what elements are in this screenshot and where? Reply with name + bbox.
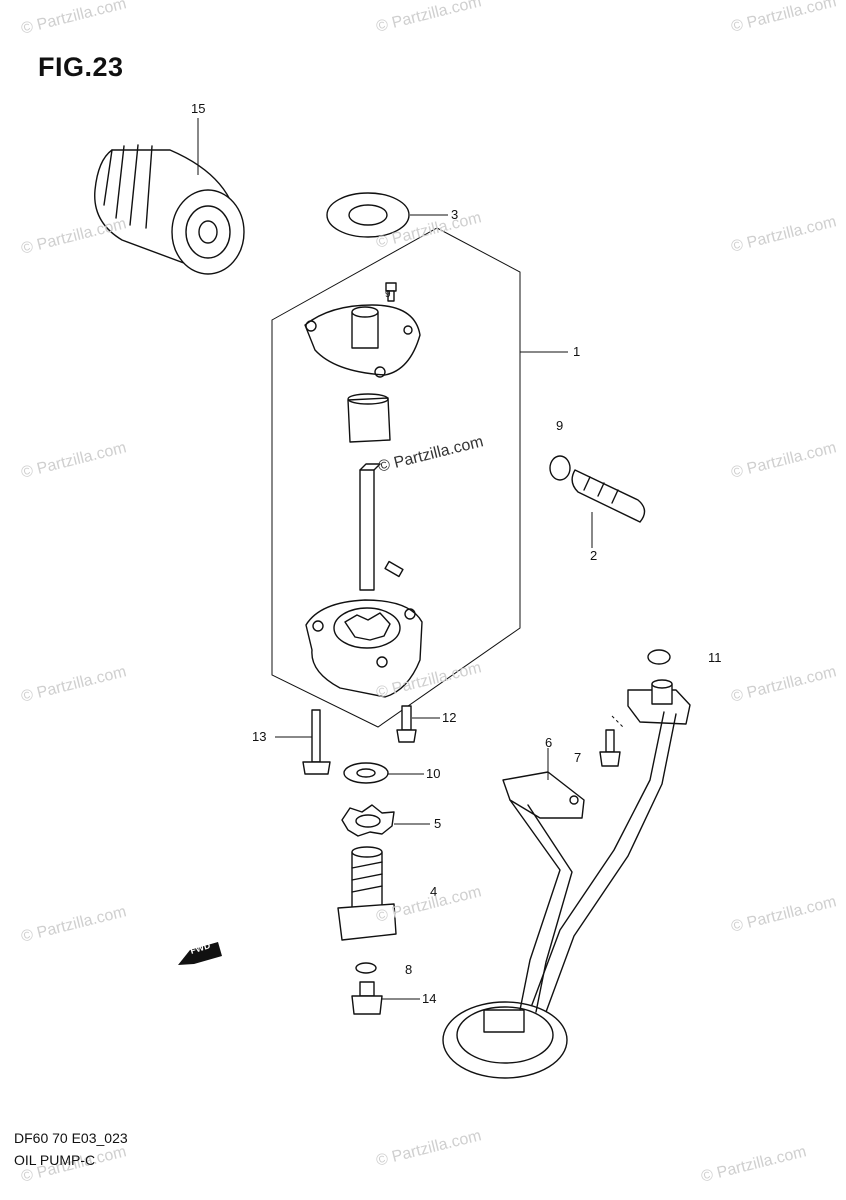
short-bolt-part — [396, 705, 417, 743]
pump-body-part — [305, 599, 423, 698]
callout-15[interactable]: 15 — [191, 101, 206, 116]
gasket-part — [326, 192, 410, 238]
callout-9-small[interactable]: 9 — [385, 289, 391, 300]
callout-12[interactable]: 12 — [442, 710, 457, 725]
callout-4[interactable]: 4 — [430, 884, 438, 899]
callout-14[interactable]: 14 — [422, 991, 437, 1006]
pump-shaft-part — [359, 463, 404, 591]
long-bolt-part — [302, 709, 331, 775]
oil-filter-part — [94, 144, 245, 275]
callout-11[interactable]: 11 — [708, 650, 722, 665]
relief-valve-part — [549, 455, 646, 523]
leader-lines — [197, 118, 625, 1000]
strainer-bolt-part — [599, 729, 621, 767]
footer-model-code: DF60 70 E03_023 — [14, 1130, 128, 1146]
drain-plug-part — [337, 846, 397, 941]
callout-6[interactable]: 6 — [545, 735, 553, 750]
callout-5[interactable]: 5 — [434, 816, 442, 831]
small-bolt-part — [385, 282, 397, 302]
o-ring-part — [647, 649, 671, 665]
small-ring-part — [355, 962, 377, 974]
footer-diagram-name: OIL PUMP-C — [14, 1152, 96, 1168]
fwd-arrow-icon — [178, 942, 222, 965]
callout-10[interactable]: 10 — [426, 766, 441, 781]
pump-cover-part — [304, 304, 421, 378]
callout-8[interactable]: 8 — [405, 962, 413, 977]
assembly-outline — [271, 227, 521, 728]
washer-part — [343, 762, 389, 784]
callout-7[interactable]: 7 — [574, 750, 582, 765]
callout-3[interactable]: 3 — [451, 207, 459, 222]
callout-9[interactable]: 9 — [556, 418, 564, 433]
figure-title: FIG.23 — [38, 52, 124, 82]
lock-washer-part — [341, 804, 395, 837]
oil-strainer-part — [442, 679, 691, 1079]
callout-2[interactable]: 2 — [590, 548, 598, 563]
callout-13[interactable]: 13 — [252, 729, 267, 744]
callout-1[interactable]: 1 — [573, 344, 581, 359]
rotor-sleeve-part — [347, 393, 391, 443]
plug-part — [351, 981, 383, 1015]
